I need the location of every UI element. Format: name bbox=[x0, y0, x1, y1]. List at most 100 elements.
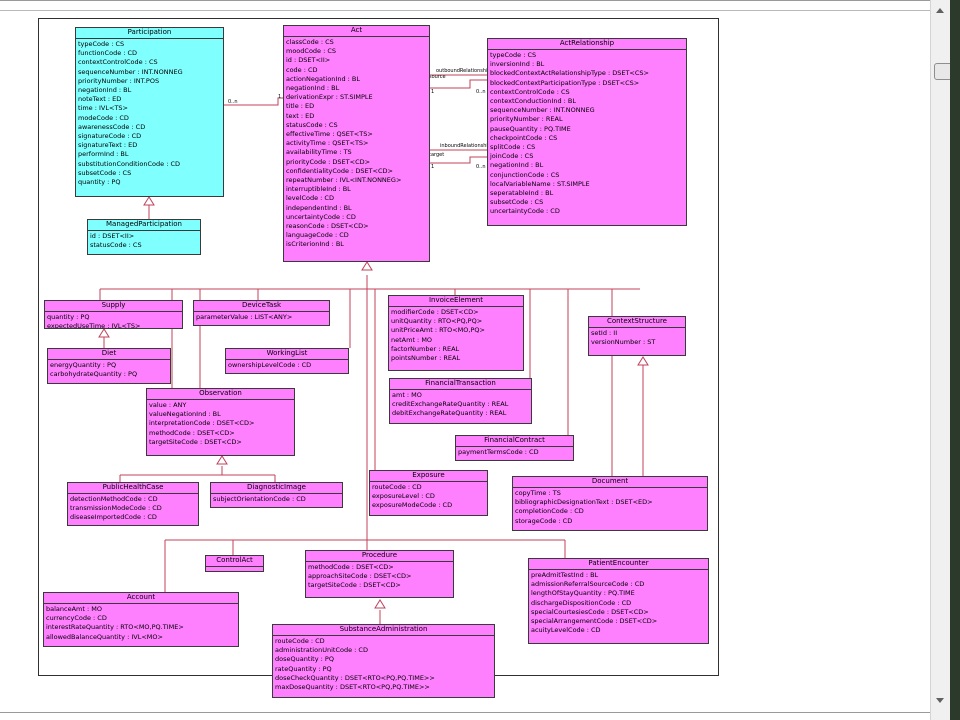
attribute-list: ownershipLevelCode : CD bbox=[226, 360, 348, 371]
inbound-mult-many: 0..n bbox=[476, 164, 486, 170]
source-role-label: source bbox=[429, 74, 446, 80]
attribute: modeCode : CD bbox=[78, 113, 129, 122]
attribute: methodCode : DSET<CD> bbox=[308, 563, 394, 571]
attribute: uncertaintyCode : CD bbox=[286, 212, 356, 221]
attribute: pauseQuantity : PQ.TIME bbox=[490, 124, 571, 133]
attribute: signatureCode : CD bbox=[78, 132, 142, 141]
contextstructure-generalization-arrow-icon bbox=[637, 356, 649, 366]
class-name: Document bbox=[513, 477, 707, 488]
attribute: inversionInd : BL bbox=[490, 60, 545, 69]
attribute: expectedUseTime : IVL<TS> bbox=[47, 322, 141, 329]
class-name: ControlAct bbox=[206, 556, 263, 567]
outbound-role-label: outboundRelationship bbox=[436, 68, 491, 74]
attribute: targetSiteCode : DSET<CD> bbox=[308, 581, 401, 590]
attribute: conjunctionCode : CS bbox=[490, 170, 560, 179]
attribute: specialArrangementCode : DSET<CD> bbox=[531, 617, 658, 626]
attribute: confidentialityCode : DSET<CD> bbox=[286, 166, 393, 175]
attribute: modifierCode : DSET<CD> bbox=[391, 308, 479, 316]
window-top-inner-border bbox=[0, 10, 930, 11]
attribute: doseQuantity : PQ bbox=[275, 655, 334, 664]
attribute: creditExchangeRateQuantity : REAL bbox=[392, 400, 509, 409]
attribute: title : ED bbox=[286, 102, 315, 111]
attribute: localVariableName : ST.SIMPLE bbox=[490, 179, 590, 188]
attribute: targetSiteCode : DSET<CD> bbox=[149, 437, 242, 446]
attribute: statusCode : CS bbox=[286, 120, 338, 129]
attribute: storageCode : CD bbox=[515, 516, 573, 525]
class-name: Supply bbox=[45, 301, 182, 312]
attribute: seperatableInd : BL bbox=[490, 189, 554, 198]
participation-mult-many: 0..n bbox=[228, 99, 238, 105]
class-name: DeviceTask bbox=[194, 301, 329, 312]
attribute: reasonCode : DSET<CD> bbox=[286, 222, 369, 231]
attribute: parameterValue : LIST<ANY> bbox=[196, 313, 293, 321]
class-control-act[interactable]: ControlAct bbox=[205, 555, 264, 572]
attribute: factorNumber : REAL bbox=[391, 344, 460, 353]
scroll-down-arrow-icon[interactable] bbox=[936, 698, 944, 703]
attribute: moodCode : CS bbox=[286, 47, 337, 56]
scroll-up-arrow-icon[interactable] bbox=[936, 8, 944, 13]
supply-generalization-arrow-icon bbox=[98, 328, 110, 338]
attribute: transmissionModeCode : CD bbox=[70, 504, 162, 513]
attribute: quantity : PQ bbox=[47, 313, 90, 321]
attribute: debitExchangeRateQuantity : REAL bbox=[392, 409, 507, 418]
attribute: id : DSET<II> bbox=[286, 56, 331, 65]
attribute: completionCode : CD bbox=[515, 507, 584, 516]
attribute-list: paymentTermsCode : CD bbox=[456, 447, 573, 458]
attribute-list: id : DSET<II>statusCode : CS bbox=[88, 231, 200, 251]
act-generalization-arrow-icon bbox=[361, 261, 373, 271]
attribute: maxDoseQuantity : DSET<RTO<PQ,PQ.TIME>> bbox=[275, 683, 430, 692]
attribute: unitPriceAmt : RTO<MO,PQ> bbox=[391, 326, 485, 335]
attribute: admissionReferralSourceCode : CD bbox=[531, 580, 645, 589]
attribute: contextConductionInd : BL bbox=[490, 97, 576, 106]
attribute: doseCheckQuantity : DSET<RTO<PQ,PQ.TIME>… bbox=[275, 673, 435, 682]
attribute: interestRateQuantity : RTO<MO,PQ.TIME> bbox=[46, 623, 184, 632]
class-name: Diet bbox=[48, 349, 170, 360]
class-name: FinancialContract bbox=[456, 436, 573, 447]
attribute: code : CD bbox=[286, 65, 318, 74]
attribute: substitutionConditionCode : CD bbox=[78, 159, 181, 168]
attribute: allowedBalanceQuantity : IVL<MO> bbox=[46, 632, 163, 641]
class-name: ManagedParticipation bbox=[88, 220, 200, 231]
attribute: negationInd : BL bbox=[286, 84, 340, 93]
class-name: PatientEncounter bbox=[529, 559, 708, 570]
class-name: Act bbox=[284, 26, 429, 37]
participation-act-link bbox=[224, 97, 284, 106]
attribute: currencyCode : CD bbox=[46, 614, 107, 623]
attribute-list: subjectOrientationCode : CD bbox=[211, 494, 342, 505]
attribute: balanceAmt : MO bbox=[46, 605, 102, 613]
attribute-list bbox=[206, 567, 263, 569]
target-role-label: target bbox=[429, 152, 445, 158]
attribute: specialCourtesiesCode : DSET<CD> bbox=[531, 607, 649, 616]
attribute: derivationExpr : ST.SIMPLE bbox=[286, 93, 373, 102]
attribute: negationInd : BL bbox=[490, 161, 544, 170]
attribute: unitQuantity : RTO<PQ,PQ> bbox=[391, 317, 483, 326]
class-name: WorkingList bbox=[226, 349, 348, 360]
attribute: availabilityTime : TS bbox=[286, 148, 352, 157]
